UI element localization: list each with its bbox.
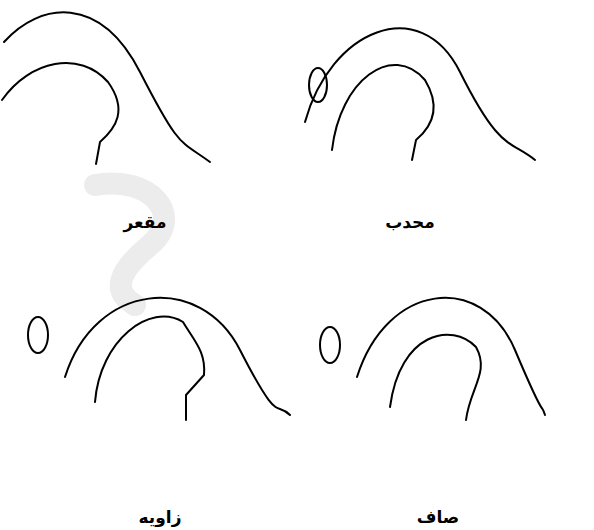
inner-curve [2, 63, 118, 164]
profile-label: محدب [385, 212, 435, 232]
inner-curve [332, 65, 434, 160]
profile-label: مقعر [124, 212, 167, 232]
inner-curve [95, 317, 204, 420]
outer-curve [65, 298, 290, 415]
oval [309, 68, 327, 102]
watermark-shape [95, 183, 164, 305]
outer-curve [305, 28, 535, 160]
outer-curve [4, 12, 210, 162]
inner-curve [390, 335, 481, 420]
profile-label: صاف [417, 507, 460, 527]
oval [28, 317, 48, 353]
outer-curve [357, 298, 545, 415]
oval [320, 327, 340, 363]
profile-label: زاویه [139, 507, 182, 527]
